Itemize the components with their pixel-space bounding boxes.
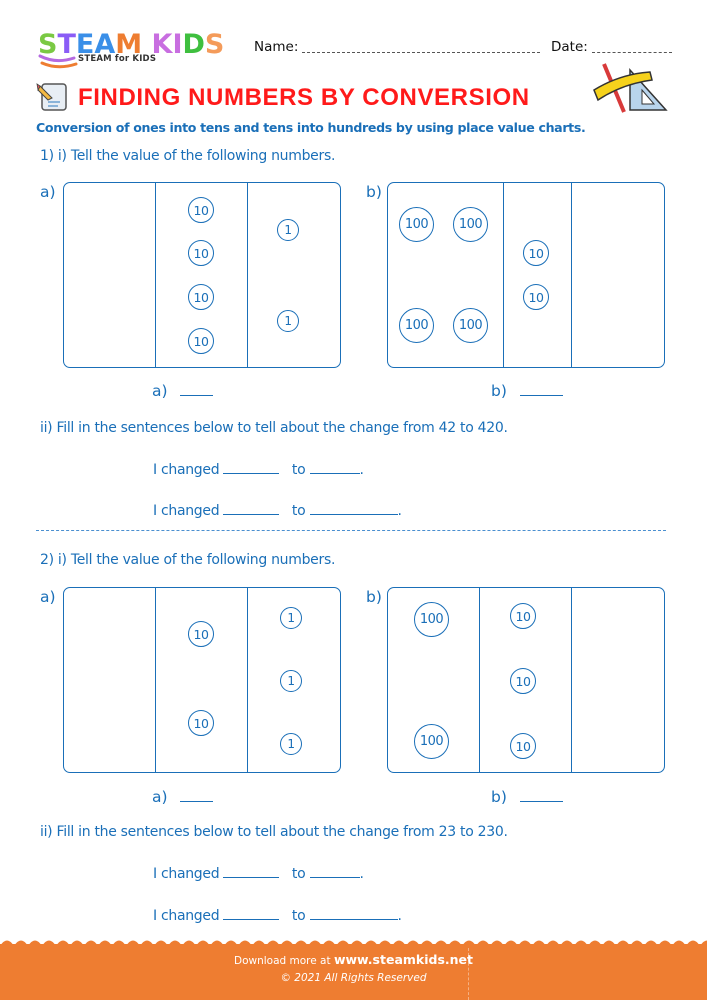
footer-url-link[interactable]: www.steamkids.net xyxy=(333,952,473,967)
ten-chip: 10 xyxy=(188,621,214,647)
q1-answer-b-blank[interactable] xyxy=(519,382,563,396)
answer-label: b) xyxy=(491,382,507,400)
q1-chart-a: 10 10 10 10 1 1 xyxy=(63,182,341,368)
hundred-chip: 100 xyxy=(414,724,449,759)
hundred-chip: 100 xyxy=(414,602,449,637)
column-divider xyxy=(479,588,480,772)
q2-s2-blank-from[interactable] xyxy=(223,906,280,920)
one-chip: 1 xyxy=(280,733,302,755)
q1-answer-b: b) xyxy=(491,382,563,400)
q2-chart-a: 10 10 1 1 1 xyxy=(63,587,341,773)
q1-sentence-1: I changed to . xyxy=(153,460,364,478)
ten-chip: 10 xyxy=(188,328,214,354)
q2-chart-a-label: a) xyxy=(40,588,56,606)
q1-answer-a-blank[interactable] xyxy=(180,382,214,396)
logo-wordmark: STEAM KIDS xyxy=(38,29,225,60)
one-chip: 1 xyxy=(280,670,302,692)
q2-s2-blank-to[interactable] xyxy=(309,906,398,920)
q2-answer-a-blank[interactable] xyxy=(180,788,214,802)
date-label: Date: xyxy=(551,39,588,55)
q2-sentence-1: I changed to . xyxy=(153,864,364,882)
q1-sentence-2: I changed to . xyxy=(153,501,402,519)
q2-part-i-prompt: 2) i) Tell the value of the following nu… xyxy=(40,552,336,568)
column-divider xyxy=(571,588,572,772)
name-label: Name: xyxy=(254,39,299,55)
section-separator xyxy=(36,530,666,531)
hundred-chip: 100 xyxy=(399,308,434,343)
q2-answer-b: b) xyxy=(491,788,563,806)
name-field[interactable] xyxy=(302,52,540,53)
steam-kids-logo: STEAM KIDS xyxy=(38,30,238,72)
footer-copyright: © 2021 All Rights Reserved xyxy=(280,972,427,984)
ten-chip: 10 xyxy=(510,733,536,759)
logo-swoosh-icon xyxy=(38,54,78,69)
footer: Download more at www.steamkids.net © 202… xyxy=(0,936,707,1000)
q2-answer-b-blank[interactable] xyxy=(519,788,563,802)
column-divider xyxy=(503,183,504,367)
column-divider xyxy=(247,588,248,772)
q1-chart-b: 100 100 100 100 10 10 xyxy=(387,182,665,368)
scalloped-edge xyxy=(0,936,707,946)
ten-chip: 10 xyxy=(510,668,536,694)
column-divider xyxy=(247,183,248,367)
ten-chip: 10 xyxy=(523,284,549,310)
one-chip: 1 xyxy=(280,607,302,629)
q2-s1-blank-to[interactable] xyxy=(309,864,360,878)
hundred-chip: 100 xyxy=(453,207,488,242)
column-divider xyxy=(571,183,572,367)
one-chip: 1 xyxy=(277,310,299,332)
q1-s2-blank-from[interactable] xyxy=(223,501,280,515)
ruler-triangle-icon xyxy=(593,63,668,113)
date-field[interactable] xyxy=(592,52,672,53)
q1-s1-blank-from[interactable] xyxy=(223,460,280,474)
q2-s1-blank-from[interactable] xyxy=(223,864,280,878)
q2-chart-b: 100 100 10 10 10 xyxy=(387,587,665,773)
column-divider xyxy=(155,588,156,772)
q1-s2-blank-to[interactable] xyxy=(309,501,398,515)
q1-s1-blank-to[interactable] xyxy=(309,460,360,474)
ten-chip: 10 xyxy=(188,240,214,266)
q2-sentence-2: I changed to . xyxy=(153,906,402,924)
footer-download: Download more at www.steamkids.net xyxy=(233,952,473,967)
answer-label: a) xyxy=(152,788,168,806)
pencil-scroll-icon xyxy=(36,83,67,111)
column-divider xyxy=(155,183,156,367)
logo-tagline: STEAM for KIDS xyxy=(78,54,157,64)
one-chip: 1 xyxy=(277,219,299,241)
q2-part-ii-prompt: ii) Fill in the sentences below to tell … xyxy=(40,824,508,840)
q1-part-ii-prompt: ii) Fill in the sentences below to tell … xyxy=(40,420,508,436)
answer-label: a) xyxy=(152,382,168,400)
fold-line xyxy=(468,948,469,1000)
ten-chip: 10 xyxy=(188,284,214,310)
hundred-chip: 100 xyxy=(453,308,488,343)
q2-chart-b-label: b) xyxy=(366,588,382,606)
q1-chart-b-label: b) xyxy=(366,183,382,201)
worksheet-title: FINDING NUMBERS BY CONVERSION xyxy=(78,84,530,111)
worksheet-subtitle: Conversion of ones into tens and tens in… xyxy=(36,120,586,135)
q1-chart-a-label: a) xyxy=(40,183,56,201)
ten-chip: 10 xyxy=(510,603,536,629)
ten-chip: 10 xyxy=(188,197,214,223)
answer-label: b) xyxy=(491,788,507,806)
ten-chip: 10 xyxy=(523,240,549,266)
hundred-chip: 100 xyxy=(399,207,434,242)
q2-answer-a: a) xyxy=(152,788,214,806)
ten-chip: 10 xyxy=(188,710,214,736)
q1-part-i-prompt: 1) i) Tell the value of the following nu… xyxy=(40,148,336,164)
q1-answer-a: a) xyxy=(152,382,214,400)
